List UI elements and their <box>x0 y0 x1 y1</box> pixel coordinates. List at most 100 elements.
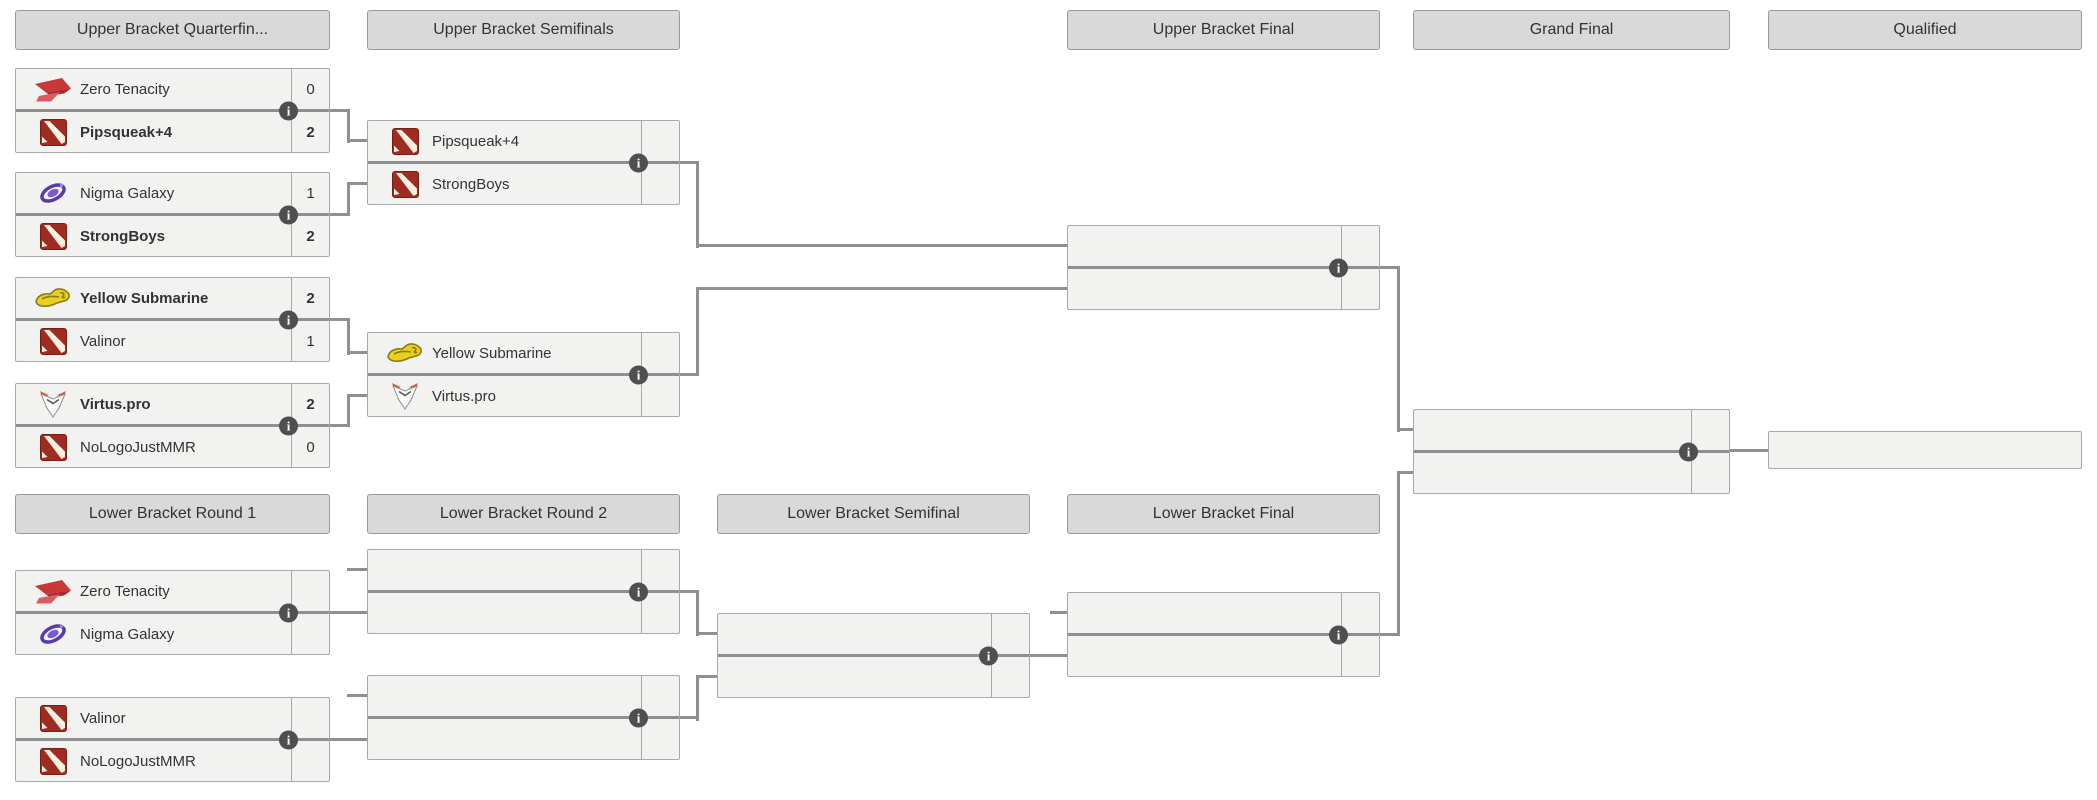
connector-line <box>1380 266 1400 269</box>
connector-line <box>347 318 350 355</box>
info-icon[interactable]: i <box>1679 442 1698 461</box>
team-row[interactable]: Virtus.pro <box>368 376 679 416</box>
info-icon[interactable]: i <box>279 416 298 435</box>
virtus-pro-logo[interactable] <box>26 384 80 424</box>
team-row[interactable]: Valinor 1 <box>16 321 329 361</box>
connector-line <box>347 351 367 354</box>
team-row[interactable]: StrongBoys <box>368 164 679 204</box>
dota2-logo[interactable] <box>26 698 80 738</box>
virtus-pro-logo[interactable] <box>378 376 432 416</box>
info-icon[interactable]: i <box>279 603 298 622</box>
nigma-galaxy-logo[interactable] <box>26 614 80 654</box>
connector-line <box>347 139 367 142</box>
info-icon[interactable]: i <box>629 365 648 384</box>
team-row <box>1414 410 1729 450</box>
row-divider <box>16 213 329 216</box>
dota2-logo[interactable] <box>26 321 80 361</box>
team-name[interactable]: NoLogoJustMMR <box>80 438 196 456</box>
team-row[interactable]: NoLogoJustMMR 0 <box>16 427 329 467</box>
team-name[interactable]: Virtus.pro <box>80 395 151 413</box>
connector-line <box>330 109 350 112</box>
team-row[interactable]: Valinor <box>16 698 329 738</box>
match-ub-final: i <box>1067 225 1380 310</box>
info-icon[interactable]: i <box>979 646 998 665</box>
match-lb-r1m1: Zero Tenacity Nigma Galaxy i <box>15 570 330 655</box>
info-icon[interactable]: i <box>629 153 648 172</box>
empty-logo <box>378 676 432 716</box>
team-name[interactable]: StrongBoys <box>80 227 166 245</box>
team-score: 0 <box>291 427 329 467</box>
dota2-logo[interactable] <box>26 216 80 256</box>
connector-line <box>347 394 350 427</box>
zero-tenacity-logo[interactable] <box>26 571 80 611</box>
team-name[interactable]: Pipsqueak+4 <box>432 132 520 150</box>
connector-line <box>696 287 1067 290</box>
team-row[interactable]: Nigma Galaxy 1 <box>16 173 329 213</box>
zero-tenacity-logo[interactable] <box>26 69 80 109</box>
info-icon[interactable]: i <box>279 310 298 329</box>
connector-line <box>1397 471 1400 636</box>
info-icon[interactable]: i <box>279 730 298 749</box>
connector-line <box>1397 471 1413 474</box>
team-row[interactable]: StrongBoys 2 <box>16 216 329 256</box>
team-name[interactable]: Yellow Submarine <box>80 289 209 307</box>
team-name[interactable]: Nigma Galaxy <box>80 184 175 202</box>
connector-line <box>680 716 699 719</box>
info-icon[interactable]: i <box>629 708 648 727</box>
info-icon[interactable]: i <box>279 101 298 120</box>
team-score <box>291 614 329 654</box>
team-row[interactable]: Zero Tenacity 0 <box>16 69 329 109</box>
nigma-galaxy-logo[interactable] <box>26 173 80 213</box>
dota2-logo[interactable] <box>378 121 432 161</box>
team-row[interactable]: Virtus.pro 2 <box>16 384 329 424</box>
info-icon[interactable]: i <box>279 205 298 224</box>
team-row[interactable]: Yellow Submarine <box>368 333 679 373</box>
empty-logo <box>1078 226 1132 266</box>
team-name[interactable]: Virtus.pro <box>432 387 496 405</box>
team-name[interactable]: Pipsqueak+4 <box>80 123 173 141</box>
row-divider <box>718 654 1029 657</box>
info-icon[interactable]: i <box>1329 258 1348 277</box>
match-lb-r2m1: i <box>367 549 680 634</box>
connector-line <box>696 287 699 376</box>
team-score <box>1691 453 1729 493</box>
dota2-logo[interactable] <box>26 427 80 467</box>
connector-line <box>347 394 367 397</box>
team-row[interactable]: Pipsqueak+4 <box>368 121 679 161</box>
team-row[interactable]: Yellow Submarine 2 <box>16 278 329 318</box>
dota2-logo[interactable] <box>378 164 432 204</box>
header-upper-bracket-semifinals: Upper Bracket Semifinals <box>367 10 680 50</box>
team-row[interactable]: Zero Tenacity <box>16 571 329 611</box>
connector-line <box>330 318 350 321</box>
team-row <box>1068 226 1379 266</box>
team-name[interactable]: StrongBoys <box>432 175 510 193</box>
team-score: 2 <box>291 278 329 318</box>
match-ub-sf1: Pipsqueak+4 StrongBoys i <box>367 120 680 205</box>
row-divider <box>1414 450 1729 453</box>
header-qualified: Qualified <box>1768 10 2082 50</box>
team-score <box>991 657 1029 697</box>
team-name[interactable]: Zero Tenacity <box>80 582 170 600</box>
dota2-logo[interactable] <box>26 112 80 152</box>
yellow-submarine-logo[interactable] <box>26 278 80 318</box>
team-row <box>1068 593 1379 633</box>
row-divider <box>16 109 329 112</box>
info-icon[interactable]: i <box>629 582 648 601</box>
yellow-submarine-logo[interactable] <box>378 333 432 373</box>
empty-logo <box>1424 453 1478 493</box>
team-row <box>1769 432 2081 468</box>
team-row[interactable]: Pipsqueak+4 2 <box>16 112 329 152</box>
team-row[interactable]: NoLogoJustMMR <box>16 741 329 781</box>
dota2-logo[interactable] <box>26 741 80 781</box>
info-icon[interactable]: i <box>1329 625 1348 644</box>
team-name[interactable]: Valinor <box>80 709 126 727</box>
connector-line <box>680 373 699 376</box>
team-name[interactable]: NoLogoJustMMR <box>80 752 196 770</box>
team-name[interactable]: Nigma Galaxy <box>80 625 175 643</box>
team-name[interactable]: Valinor <box>80 332 126 350</box>
match-ub-sf2: Yellow Submarine Virtus.pro i <box>367 332 680 417</box>
team-name[interactable]: Zero Tenacity <box>80 80 170 98</box>
team-row[interactable]: Nigma Galaxy <box>16 614 329 654</box>
team-name[interactable]: Yellow Submarine <box>432 344 552 362</box>
header-lower-bracket-semifinal: Lower Bracket Semifinal <box>717 494 1030 534</box>
